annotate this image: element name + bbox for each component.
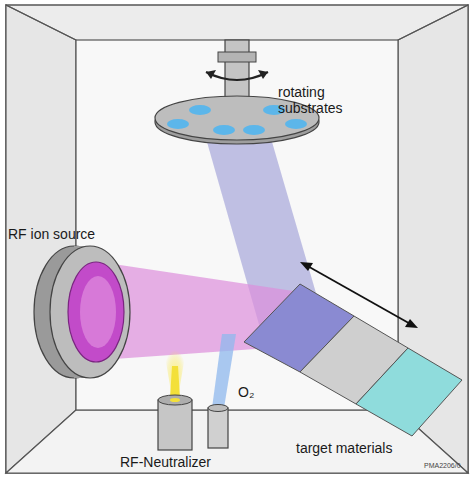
substrate [285, 119, 307, 129]
neutralizer-emission [170, 366, 180, 398]
part-label: target materials [296, 440, 392, 456]
watermark: PMA2206/0 [424, 462, 461, 470]
target-material [356, 348, 462, 436]
neutralizer-top [158, 395, 192, 405]
arrowhead [300, 262, 313, 271]
part-label: RF ion source [8, 226, 95, 242]
rotation-arrowhead [206, 70, 216, 79]
ion-source-glow [80, 276, 116, 348]
nozzle-top [208, 405, 228, 412]
substrate [167, 119, 189, 129]
substrate [189, 105, 211, 115]
oxygen-stream [212, 334, 236, 408]
part-label: rotating substrates [278, 84, 358, 116]
oxygen-nozzle [208, 408, 228, 448]
part-label: RF-Neutralizer [120, 454, 211, 470]
rotation-arrowhead [258, 70, 268, 79]
substrate [243, 125, 265, 135]
shaft-collar [218, 52, 256, 62]
neutralizer-aperture [170, 398, 180, 402]
arrowhead [405, 319, 418, 328]
holder-shaft [225, 40, 249, 98]
rotation-arrow [206, 72, 268, 80]
chamber-frame [6, 5, 468, 473]
ion-source-face [50, 246, 130, 378]
wall-edge [398, 5, 468, 40]
neutralizer-body [158, 400, 192, 450]
wall-edge [6, 5, 76, 40]
gas-label: O₂ [238, 384, 254, 400]
neutralizer-glow [164, 350, 186, 398]
translation-arrow [304, 264, 414, 326]
ion-source-grid [68, 262, 124, 362]
substrate [213, 125, 235, 135]
